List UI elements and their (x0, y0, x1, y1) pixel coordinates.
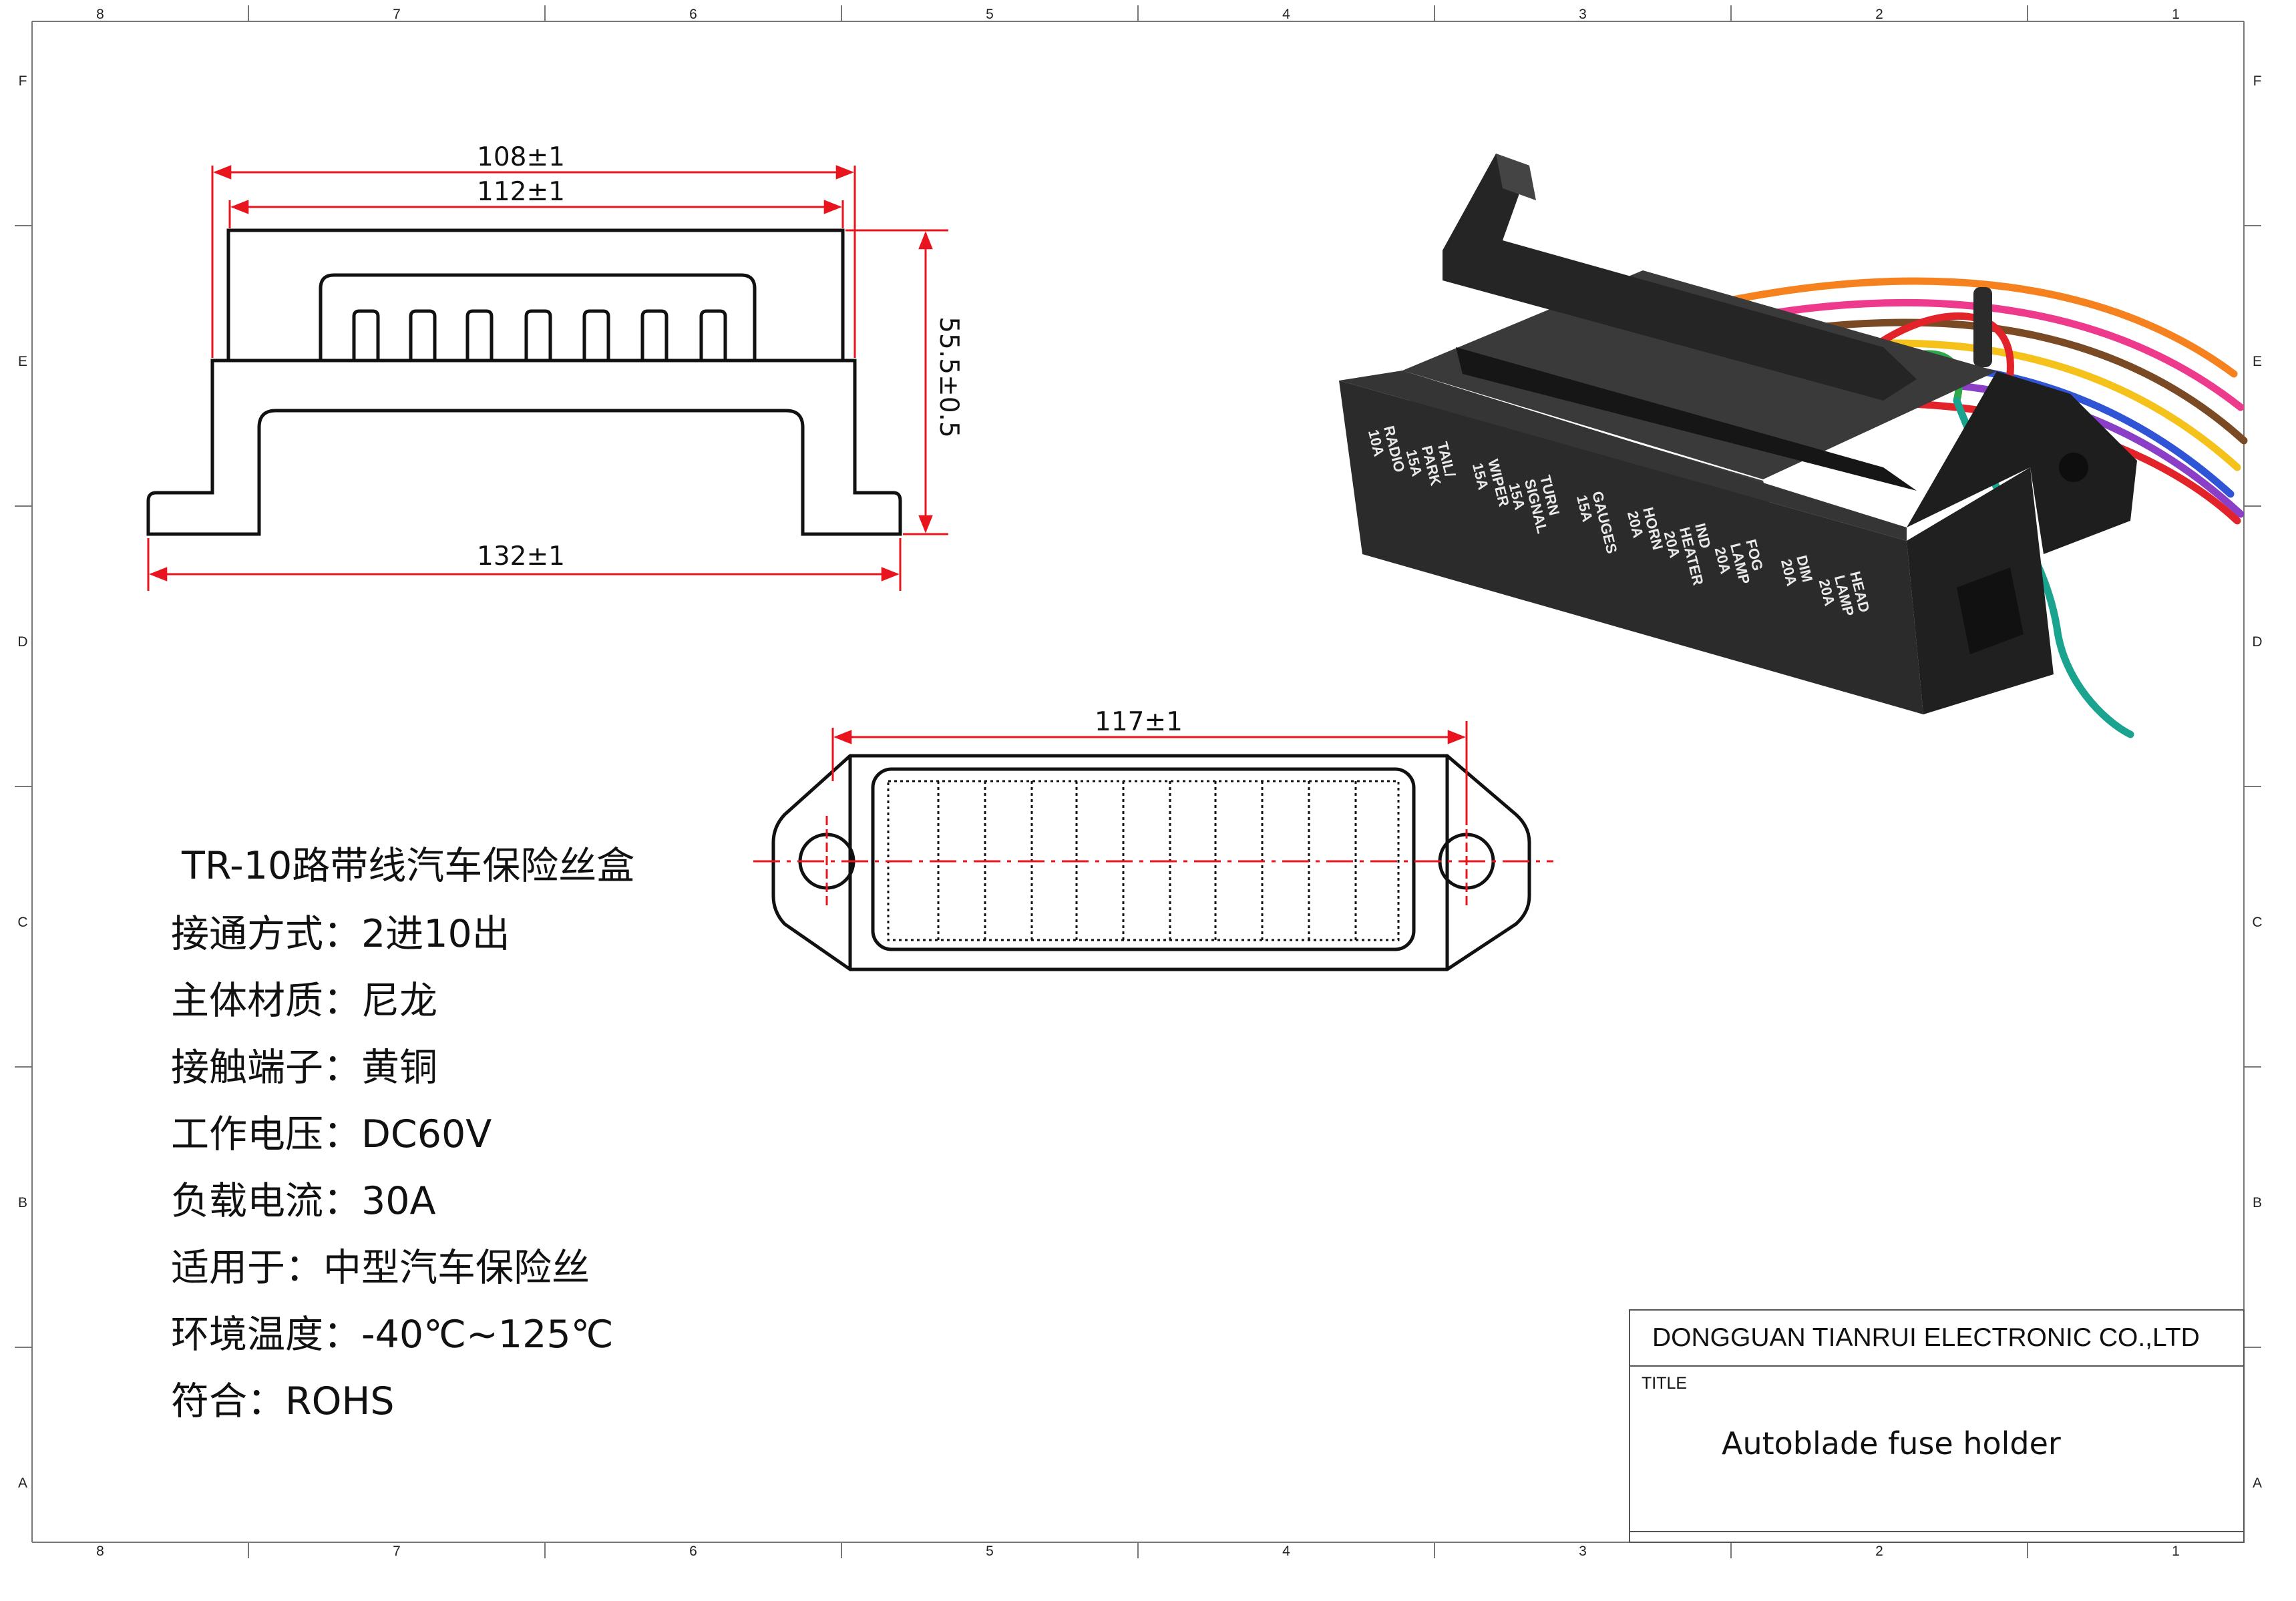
spec-line: 符合：ROHS (171, 1379, 395, 1423)
dim-55-5: 55.5±0.5 (934, 316, 964, 438)
title-label: TITLE (1642, 1374, 1687, 1393)
zone-label-row-left: E (18, 354, 27, 369)
title-block: DONGGUAN TIANRUI ELECTRONIC CO.,LTD TITL… (1629, 1309, 2245, 1543)
dim-132: 132±1 (477, 541, 565, 571)
spec-list: TR-10路带线汽车保险丝盒接通方式：2进10出主体材质：尼龙接触端子：黄铜工作… (171, 844, 634, 1423)
dim-117: 117±1 (1095, 707, 1183, 737)
vent-slot (465, 309, 494, 361)
spec-line: 环境温度：-40℃~125℃ (171, 1313, 614, 1357)
vent-slots (352, 309, 727, 361)
spec-line: 接通方式：2进10出 (171, 912, 510, 956)
vent-slot (524, 309, 552, 361)
vent-slot (352, 309, 380, 361)
zone-label-row-right: E (2253, 354, 2262, 369)
side-view-drawing (146, 228, 902, 536)
zone-label-row-left: F (19, 73, 27, 89)
dim-108: 108±1 (477, 142, 565, 172)
side-view-dimension-labels: 108±1 112±1 55.5±0.5 132±1 (477, 142, 964, 571)
spec-line: 主体材质：尼龙 (171, 979, 437, 1023)
vent-slot (699, 309, 727, 361)
zone-label-col-top: 5 (986, 7, 994, 22)
company-name: DONGGUAN TIANRUI ELECTRONIC CO.,LTD (1652, 1323, 2200, 1352)
housing-front-face (1339, 381, 1923, 714)
zone-label-col-bottom: 6 (689, 1544, 697, 1559)
zone-label-row-right: B (2253, 1195, 2262, 1210)
zone-label-row-right: D (2252, 634, 2262, 650)
fuse-label: TURNSIGNAL15A (1506, 473, 1567, 539)
zone-label-col-bottom: 4 (1282, 1544, 1290, 1559)
zone-label-row-left: A (18, 1475, 27, 1491)
zone-label-col-bottom: 7 (393, 1544, 401, 1559)
vent-slot (582, 309, 610, 361)
zone-label-col-top: 8 (96, 7, 104, 22)
zone-label-row-right: A (2253, 1475, 2262, 1491)
zone-label-col-top: 3 (1579, 7, 1587, 22)
spec-line: 适用于：中型汽车保险丝 (171, 1246, 590, 1290)
zone-label-col-bottom: 1 (2172, 1544, 2180, 1559)
spec-line: 工作电压：DC60V (171, 1112, 492, 1156)
housing-top (1402, 270, 1997, 479)
dim-112: 112±1 (477, 177, 565, 207)
zone-label-row-right: C (2252, 915, 2262, 930)
spec-line: 接触端子：黄铜 (171, 1046, 437, 1090)
zone-label-col-top: 4 (1282, 7, 1290, 22)
zone-label-row-right: F (2253, 73, 2262, 89)
zone-label-row-left: C (17, 915, 27, 930)
housing-handle (1443, 154, 1917, 401)
zone-label-col-bottom: 3 (1579, 1544, 1587, 1559)
vent-slot (409, 309, 437, 361)
side-view-dimensions (147, 165, 948, 591)
zone-label-col-bottom: 8 (96, 1544, 104, 1559)
drawing-title: Autoblade fuse holder (1722, 1425, 2061, 1461)
zone-label-row-left: B (18, 1195, 27, 1210)
zone-label-col-top: 6 (689, 7, 697, 22)
zone-label-row-left: D (17, 634, 27, 650)
fuse-label: FOGLAMP20A (1712, 537, 1769, 590)
top-view-dimensions (753, 721, 1553, 907)
zone-label-col-bottom: 5 (986, 1544, 994, 1559)
spec-line: 负载电流：30A (171, 1179, 436, 1223)
zone-label-col-top: 2 (1875, 7, 1883, 22)
zone-label-col-bottom: 2 (1875, 1544, 1883, 1559)
zone-label-col-top: 1 (2172, 7, 2180, 22)
vent-slot (640, 309, 668, 361)
zone-label-col-top: 7 (393, 7, 401, 22)
spec-line: TR-10路带线汽车保险丝盒 (181, 844, 634, 888)
